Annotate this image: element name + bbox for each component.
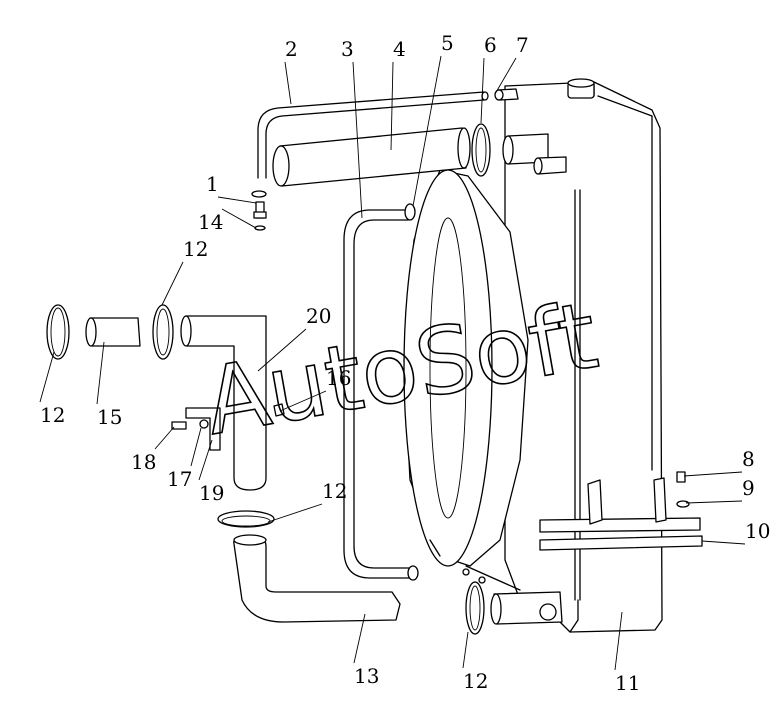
callout-leader-c12a [39, 351, 55, 403]
callout-label-c3: 3 [341, 37, 354, 61]
callout-label-c12d: 12 [463, 669, 488, 693]
callout-leader-c13 [353, 613, 366, 664]
callout-label-c15: 15 [97, 405, 122, 429]
callout-label-c8: 8 [742, 447, 755, 471]
clamp-6 [471, 123, 491, 177]
clamp-12-left [46, 304, 70, 360]
callout-leader-c7 [494, 57, 517, 95]
callout-leader-c14 [221, 208, 257, 229]
callout-label-c7: 7 [516, 33, 529, 57]
clamp-12-lower [217, 510, 275, 528]
bracket-19 [171, 403, 285, 451]
clamp-12-mid [152, 304, 174, 360]
callout-label-c12b: 12 [183, 237, 208, 261]
callout-leader-c18 [154, 426, 175, 450]
callout-leader-c1 [217, 196, 257, 204]
callout-leader-c8 [683, 471, 743, 477]
callout-label-c5: 5 [441, 31, 454, 55]
callout-label-c4: 4 [393, 37, 406, 61]
callout-leader-c20 [257, 328, 307, 372]
tube-3 [343, 203, 419, 581]
callout-label-c12a: 12 [40, 403, 65, 427]
callout-leader-c10 [701, 540, 746, 545]
callout-leader-c5 [412, 55, 442, 207]
callout-leader-c16 [279, 390, 327, 412]
callout-leader-c12b [161, 261, 184, 306]
callout-label-c17: 17 [167, 467, 192, 491]
callout-label-c13: 13 [354, 664, 379, 688]
callout-label-c12c: 12 [322, 479, 347, 503]
callout-leader-c2 [284, 61, 292, 105]
callout-leader-c12c [267, 503, 323, 523]
callout-label-c9: 9 [742, 476, 755, 500]
hose-15 [85, 317, 141, 347]
tube-2 [257, 91, 489, 179]
callout-leader-c3 [352, 61, 363, 219]
callout-leader-c4 [390, 61, 394, 151]
hose-13 [233, 534, 401, 623]
callout-leader-c12d [462, 631, 469, 669]
pipe-20 [180, 315, 267, 491]
callout-label-c6: 6 [484, 33, 497, 57]
callout-label-c1: 1 [206, 172, 219, 196]
radiator-body [490, 78, 703, 633]
callout-leader-c9 [685, 500, 743, 504]
clamp-12-bottom-right [462, 568, 486, 635]
callout-label-c2: 2 [285, 37, 298, 61]
callout-label-c10: 10 [745, 519, 770, 543]
callout-leader-c19 [198, 439, 213, 481]
callout-leader-c15 [96, 341, 105, 405]
callout-leader-c17 [190, 427, 202, 467]
callout-leader-c11 [614, 611, 623, 671]
fan-shroud [403, 169, 529, 591]
callout-label-c20: 20 [306, 304, 331, 328]
callout-label-c11: 11 [615, 671, 640, 695]
callout-label-c18: 18 [131, 450, 156, 474]
bolt-1 [251, 190, 267, 231]
callout-label-c16: 16 [326, 366, 351, 390]
callout-label-c19: 19 [199, 481, 224, 505]
callout-leader-c6 [480, 57, 485, 124]
callout-label-c14: 14 [198, 210, 223, 234]
